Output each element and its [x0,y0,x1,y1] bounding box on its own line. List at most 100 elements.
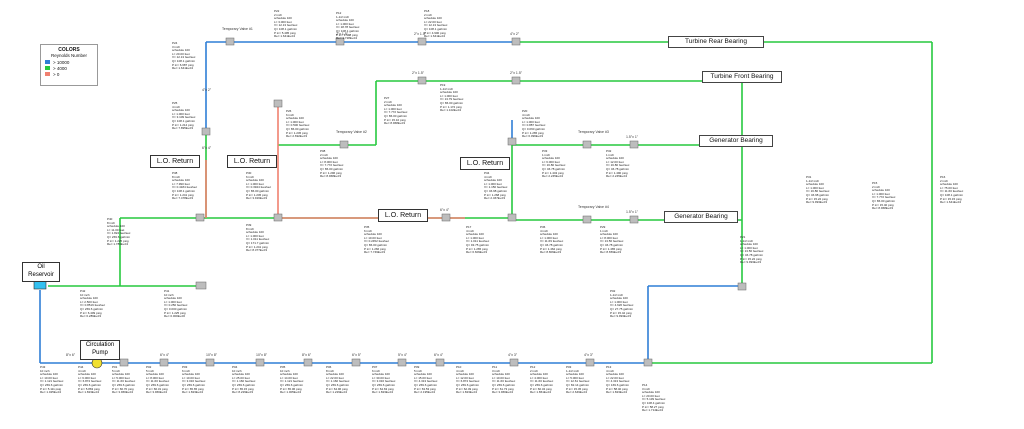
reducer-4x3-a[interactable] [509,358,519,367]
reducer-8x6-b[interactable] [303,358,313,367]
pipe-info: P11 3 inch schedule 100 L= 10.00 feet V=… [492,365,516,395]
reducer-6x4-b[interactable] [435,358,445,367]
tee-p13[interactable] [643,358,653,367]
pipes-blue [39,41,742,364]
turbine-front-bearing-label[interactable]: Turbine Front Bearing [702,71,782,83]
fitting-reducer: 4"x 2" [202,88,212,92]
bearing-return-joint-3[interactable] [507,137,517,146]
temporary-valve-2[interactable] [339,140,349,149]
fitting-reducer: 4"x 3" [508,353,518,357]
lo-return-2-label[interactable]: L.O. Return [227,155,277,168]
fitting-temporary-valve-1: Temporary Valve #1 [222,27,253,31]
pipe-info: P05 10 inch schedule 100 L= 14.00 feet V… [280,365,304,395]
pipe-info: P02 1-1/2 inch schedule 100 L= 1.000 fee… [610,289,634,319]
reducer-2x1.5-c[interactable] [417,76,427,85]
tank-outlet[interactable] [195,281,207,290]
fitting-reducer: 2"x 1.5" [336,32,349,36]
reducer-8x6[interactable] [119,358,129,367]
reducer-2x1.5-a[interactable] [335,37,345,46]
pipe-info: P44 4 inch schedule 100 L= 6.000 feet V=… [78,365,102,395]
pipes-red [205,105,465,219]
reducer-4x3-b[interactable] [585,358,595,367]
pipe-info: P04 10 inch schedule 100 L= 25.00 feet V… [232,365,256,395]
tee-p36[interactable] [507,213,517,222]
pipe-info: P39 8 inch schedule 100 L= 1.000 feet V=… [246,223,270,253]
legend-item: > 0 [45,71,97,77]
pipe-info: P29 1 inch schedule 100 L= 8.000 feet V=… [600,225,624,255]
pipe-info: P36 4 inch schedule 100 L= 1.000 feet V=… [540,225,564,255]
pipe-info: P08 2 inch schedule 100 L= 8.000 feet V=… [320,149,344,179]
temporary-valve-4[interactable] [582,215,592,224]
fitting-reducer: 6"x 4" [434,353,444,357]
fitting-reducer: 4"x 3" [584,353,594,357]
temporary-valve-1[interactable] [225,37,235,46]
reducer-10x8-a[interactable] [205,358,215,367]
fitting-reducer: 6"x 4" [202,146,212,150]
circulation-pump-label[interactable]: Circulation Pump [80,340,120,360]
fitting-reducer: 1.5"x 1" [626,135,639,139]
bearing-return-joint-1[interactable] [201,127,211,136]
pipe-info: P42 10 inch schedule 100 L= 2.500 feet V… [80,289,106,319]
fitting-reducer: 8"x 6" [66,353,76,357]
pipe-info: P14 3 inch schedule 100 L= 20.00 feet V=… [642,383,666,413]
pipe-info: P01 5 inch schedule 100 L= 5.000 feet V=… [112,365,136,395]
pipe-info: P25 4 inch schedule 100 L= 1.000 feet V=… [172,101,196,131]
reducer-2x1.5-b[interactable] [417,37,427,46]
pipe-info: P03 1-1/2 inch schedule 100 L= 5.000 fee… [566,365,590,395]
fitting-reducer: 1.5"x 1" [626,210,639,214]
fitting-temporary-valve-3: Temporary Valve #3 [578,130,609,134]
lo-return-3-label[interactable]: L.O. Return [378,209,428,222]
tee-p39[interactable] [195,213,205,222]
pipe-info: P22 2 inch schedule 100 L= 3.000 feet V=… [274,9,298,39]
fitting-reducer: 2"x 1.5" [412,71,425,75]
pipe-info: P33 1 inch schedule 100 L= 6.000 feet V=… [542,149,566,179]
pipe-info: P12 2 inch schedule 100 L= 4.000 feet V=… [530,365,554,395]
reducer-6x5-a[interactable] [159,358,169,367]
pipe-info: P09 5 inch schedule 100 L= 15.00 feet V=… [414,365,438,395]
reducer-10x8-b[interactable] [255,358,265,367]
bearing-return-joint-2[interactable] [273,99,283,108]
reducer-6x4-a[interactable] [441,213,451,222]
pipe-info: P26 6 inch schedule 100 L= 1.000 feet V=… [286,109,310,139]
reducer-5x4[interactable] [397,358,407,367]
fitting-reducer: 6"x 4" [160,353,170,357]
pipe-info: P15 2 inch schedule 100 L= 1.000 feet V=… [872,181,896,211]
fitting-reducer: 10"x 8" [256,353,268,357]
pipe-info: P10 4 inch schedule 100 L= 12.00 feet V=… [456,365,480,395]
legend-swatch-blue [45,60,50,64]
pipe-info: P40 8 inch schedule 100 L= 11.00 feet V=… [107,217,131,247]
oil-reservoir-label[interactable]: Oil Reservoir [22,262,60,282]
pipe-info: P18 2 inch schedule 100 L= 22.00 feet V=… [424,9,448,39]
colors-legend: COLORS Reynolds Number > 10000 > 4000 > … [40,44,98,86]
legend-item: > 4000 [45,65,97,71]
legend-label: > 10000 [53,59,70,65]
fitting-temporary-valve-4: Temporary Valve #4 [578,205,609,209]
reducer-4x2[interactable] [511,37,521,46]
legend-label: > 4000 [53,65,67,71]
legend-item: > 10000 [45,59,97,65]
temporary-valve-3[interactable] [582,140,592,149]
pipe-info: P38 8 inch schedule 100 L= 7.990 feet V=… [172,171,198,201]
turbine-rear-bearing-label[interactable]: Turbine Rear Bearing [668,36,764,48]
fitting-reducer: 4"x 2" [510,32,520,36]
reducer-1.5x1-a[interactable] [629,140,639,149]
generator-bearing-bottom-label[interactable]: Generator Bearing [664,211,738,223]
reducer-6x5-b[interactable] [351,358,361,367]
tee-p21[interactable] [737,282,747,291]
oil-reservoir-line-2: Reservoir [28,272,54,278]
fitting-reducer: 8"x 6" [302,353,312,357]
lo-return-4-label[interactable]: L.O. Return [460,157,510,170]
reducer-1.5x1-b[interactable] [629,215,639,224]
generator-bearing-top-label[interactable]: Generator Bearing [699,135,773,147]
pipe-info: P34 4 inch schedule 100 L= 1.000 feet V=… [484,171,508,201]
pipe-info: P20 4 inch schedule 100 L= 1.000 feet V=… [522,109,546,139]
tee-p35[interactable] [273,213,283,222]
pipe-info: P03 6 inch schedule 100 L= 10.00 feet V=… [182,365,206,395]
legend-swatch-red [45,72,50,76]
pipe-info: P16 2 inch schedule 100 L= 75.00 feet V=… [940,175,964,205]
lo-return-1-label[interactable]: L.O. Return [150,155,200,168]
pump-line-2: Pump [92,350,108,356]
reducer-2x1.5-d[interactable] [511,76,521,85]
